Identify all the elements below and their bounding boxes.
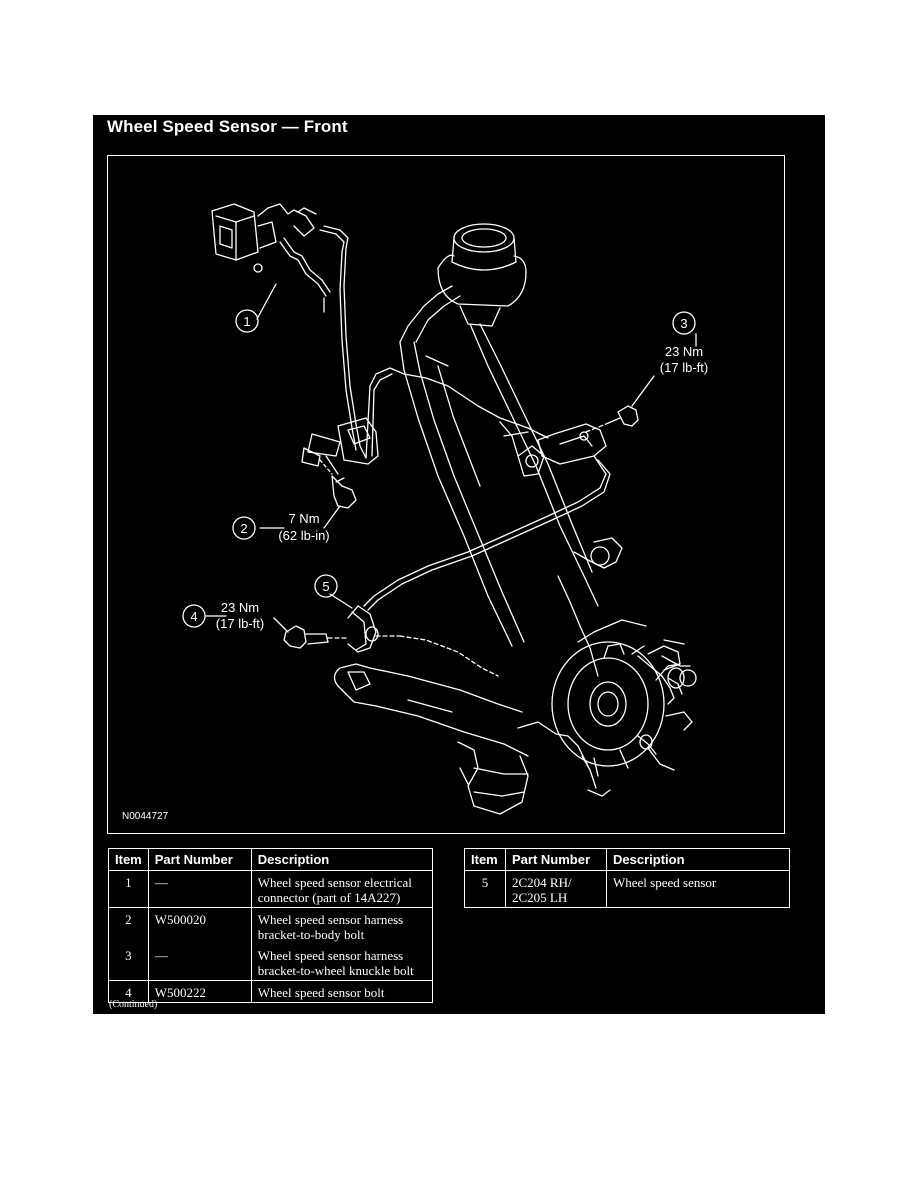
bolt-3-drawing (585, 405, 639, 433)
row-part-number: — (147, 944, 252, 981)
callout-2-torque-imperial: (62 lb-in) (278, 528, 329, 543)
callout-4-torque-imperial: (17 lb-ft) (216, 616, 264, 631)
description-line: bracket-to-wheel knuckle bolt (257, 963, 414, 978)
header-description: Description (250, 848, 434, 871)
row-part-number: — (147, 870, 252, 908)
page-title: Wheel Speed Sensor — Front (107, 117, 348, 136)
callout-5-number: 5 (322, 579, 329, 594)
header-part-number: Part Number (147, 848, 252, 871)
header-item: Item (108, 848, 149, 871)
harness-bracket-drawing (301, 417, 379, 475)
callout-circle-1 (235, 309, 259, 333)
callout-4-number: 4 (190, 609, 197, 624)
row-item: 3 (108, 944, 149, 981)
callout-3-torque-imperial: (17 lb-ft) (660, 360, 708, 375)
row-part-number: 2C204 RH/2C205 LH (505, 870, 607, 908)
bolt-4-drawing (283, 625, 349, 649)
row-part-number: W500020 (147, 907, 252, 944)
document-panel: Wheel Speed Sensor — Front (93, 115, 825, 1014)
description-line: connector (part of 14A227) (257, 890, 401, 905)
figure-code: N0044727 (122, 811, 169, 822)
knuckle-drawing (333, 223, 697, 815)
wheel-speed-sensor-drawing (347, 605, 499, 677)
header-item: Item (464, 848, 506, 871)
parts-table-right: Item Part Number Description 5 2C204 RH/… (464, 848, 790, 908)
callout-circle-3 (672, 311, 696, 335)
table-row: 5 2C204 RH/2C205 LH Wheel speed sensor (464, 870, 790, 908)
row-part-number: W500222 (147, 980, 252, 1003)
callout-3-torque-nm: 23 Nm (665, 344, 703, 359)
description-line: Wheel speed sensor harness (257, 948, 404, 963)
parts-table-left: Item Part Number Description 1 — Wheel s… (108, 848, 434, 1003)
description-line: bracket-to-body bolt (257, 927, 365, 942)
callout-3-number: 3 (680, 316, 687, 331)
part-number-line: 2C205 LH (512, 890, 568, 905)
row-item: 1 (108, 870, 149, 908)
description-line: Wheel speed sensor electrical (257, 875, 412, 890)
header-description: Description (606, 848, 790, 871)
suspension-illustration: 1 2 7 Nm (62 lb-in) 3 23 Nm (17 lb-ft) 4… (182, 203, 708, 815)
callout-circle-4 (182, 604, 206, 628)
callout-2-torque-nm: 7 Nm (288, 511, 319, 526)
table-header-row: Item Part Number Description (108, 848, 434, 871)
table-header-row: Item Part Number Description (464, 848, 790, 871)
callout-1-number: 1 (243, 314, 250, 329)
callout-4-torque-nm: 23 Nm (221, 600, 259, 615)
row-item: 5 (464, 870, 506, 908)
exploded-view-figure: 1 2 7 Nm (62 lb-in) 3 23 Nm (17 lb-ft) 4… (107, 155, 785, 834)
callout-2-number: 2 (240, 521, 247, 536)
description-line: Wheel speed sensor harness (257, 912, 404, 927)
table-row: 4 W500222 Wheel speed sensor bolt (108, 980, 434, 1003)
header-part-number: Part Number (505, 848, 607, 871)
row-description: Wheel speed sensor (606, 870, 790, 908)
electrical-connector-drawing (211, 203, 349, 313)
callout-circle-2 (232, 516, 256, 540)
bolt-2-drawing (319, 459, 357, 509)
callout-circle-5 (314, 574, 338, 598)
row-item: 2 (108, 907, 149, 944)
row-description: Wheel speed sensor bolt (250, 980, 434, 1003)
part-number-line: 2C204 RH/ (512, 875, 572, 890)
continued-note: (Continued) (109, 999, 158, 1010)
